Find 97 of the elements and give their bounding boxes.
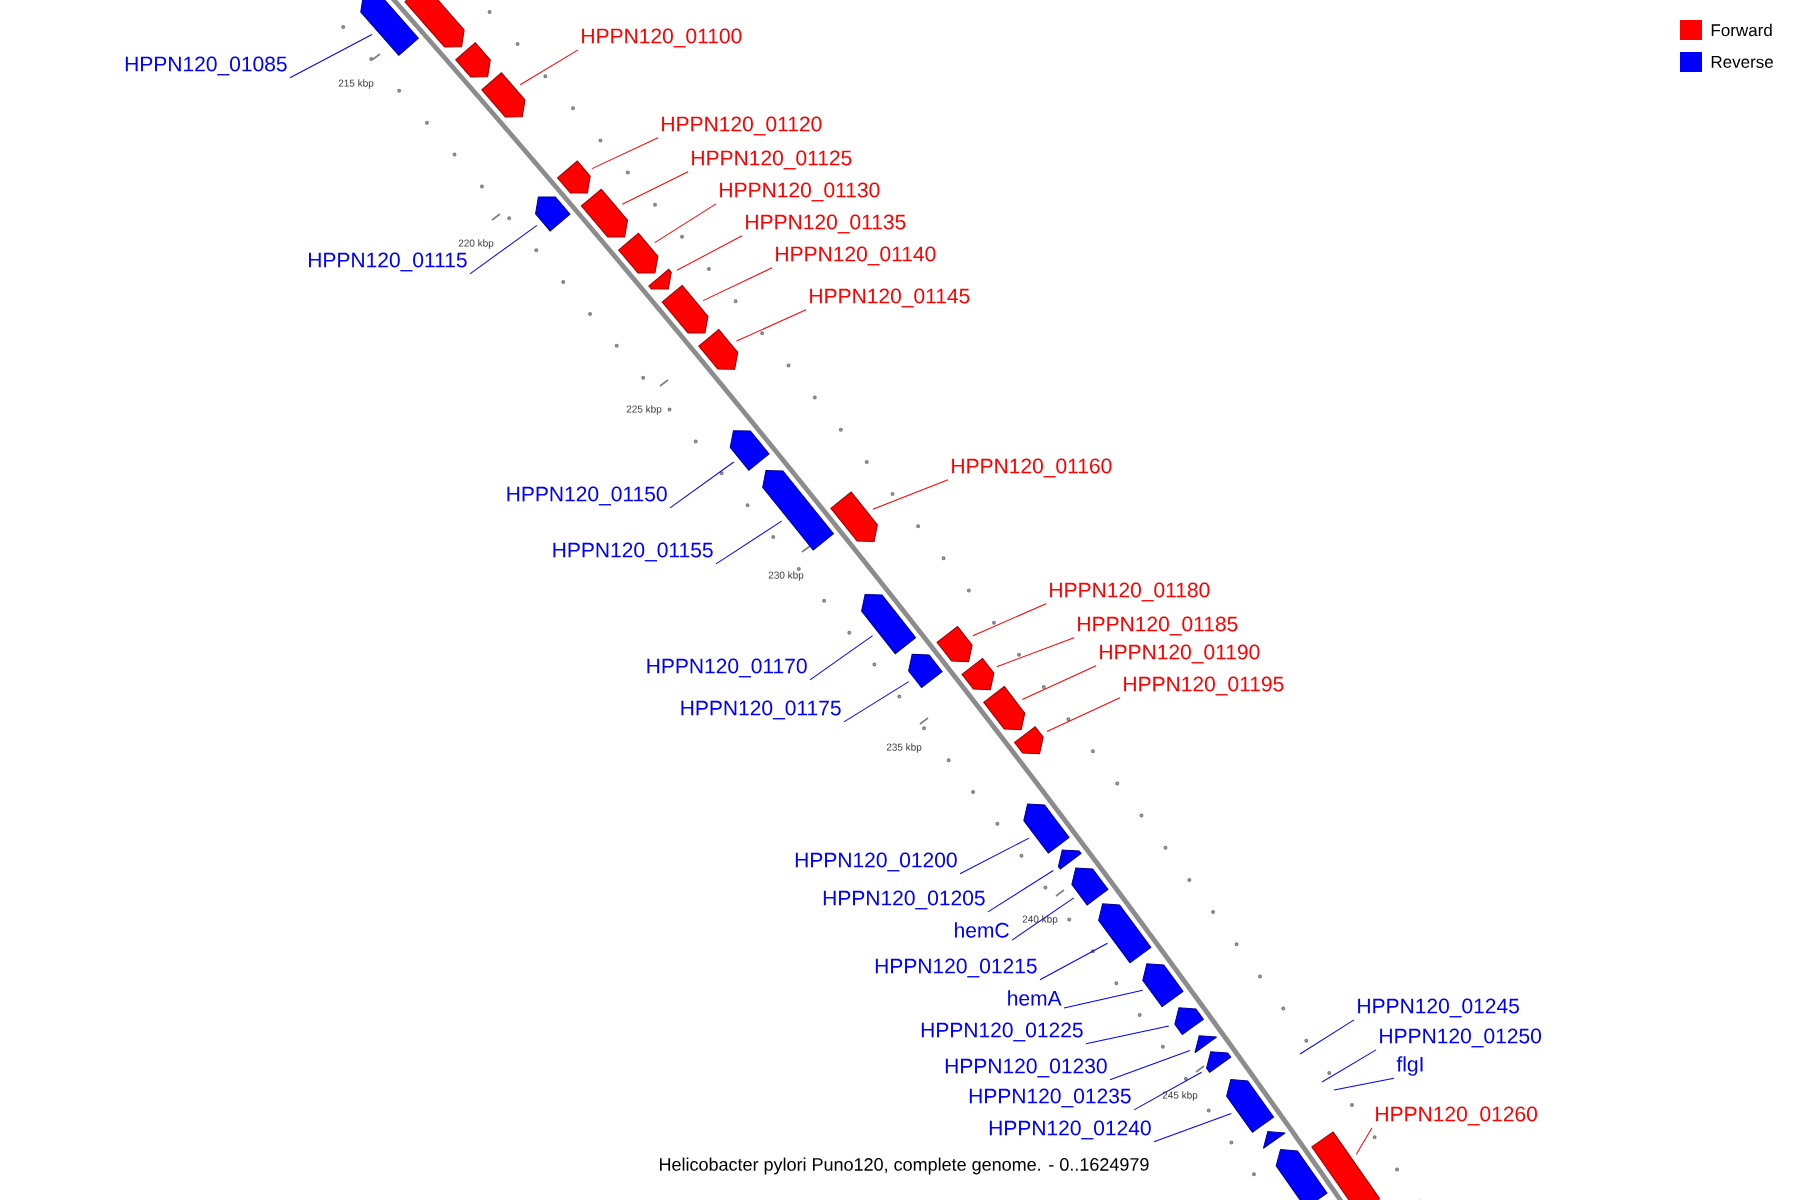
gene-label: hemC — [955, 922, 1009, 938]
gene-feature — [1174, 1007, 1204, 1036]
leader-line — [872, 479, 949, 510]
leader-line — [972, 603, 1047, 637]
leader-line — [591, 137, 659, 170]
gene-label: HPPN120_01230 — [945, 1058, 1107, 1078]
leader-line — [676, 235, 743, 271]
gene-feature — [661, 284, 709, 334]
gene-feature — [648, 268, 672, 290]
gene-feature — [830, 491, 878, 542]
gene-feature — [908, 653, 943, 689]
leader-line — [987, 869, 1054, 913]
leader-line — [1039, 942, 1108, 981]
gene-feature — [618, 232, 659, 274]
gene-label: HPPN120_01155 — [553, 542, 713, 562]
leader-line — [1299, 1019, 1355, 1055]
leader-line — [621, 171, 689, 205]
gene-label: HPPN120_01185 — [1078, 616, 1238, 636]
leader-line — [1321, 1049, 1377, 1083]
gene-label: HPPN120_01215 — [875, 958, 1037, 978]
leader-line — [736, 309, 807, 342]
gene-feature — [1023, 803, 1070, 854]
gene-feature — [1311, 1131, 1380, 1200]
leader-line — [519, 49, 579, 86]
legend-label: Forward — [1711, 23, 1772, 37]
gene-label: HPPN120_01085 — [125, 56, 287, 76]
gene-label: HPPN120_01100 — [582, 28, 742, 48]
leader-line — [669, 461, 735, 509]
gene-label: HPPN120_01250 — [1380, 1028, 1541, 1048]
gene-label: HPPN120_01200 — [795, 852, 957, 872]
gene-feature — [1194, 1035, 1217, 1053]
gene-label: HPPN120_01225 — [921, 1022, 1083, 1042]
gene-feature — [557, 160, 591, 194]
gene-label: HPPN120_01130 — [720, 182, 880, 202]
gene-feature — [861, 593, 917, 655]
leader-line — [1133, 1071, 1203, 1111]
gene-feature — [1206, 1051, 1232, 1073]
gene-feature — [961, 657, 995, 691]
gene-feature — [1275, 1148, 1328, 1200]
gene-feature — [1057, 849, 1082, 870]
gene-feature — [404, 0, 465, 48]
gene-label: HPPN120_01170 — [647, 658, 807, 678]
gene-feature — [729, 430, 770, 471]
gene-feature — [698, 329, 739, 370]
gene-label: HPPN120_01195 — [1124, 676, 1284, 696]
gene-feature — [1263, 1131, 1286, 1149]
gene-label: HPPN120_01150 — [507, 486, 667, 506]
legend-label: Reverse — [1711, 56, 1773, 68]
leader-line — [959, 837, 1030, 875]
gene-feature — [535, 196, 571, 232]
gene-label: HPPN120_01235 — [969, 1088, 1131, 1108]
leader-line — [654, 203, 717, 244]
gene-feature — [983, 686, 1026, 731]
gene-feature — [481, 72, 526, 118]
gene-label: HPPN120_01120 — [662, 116, 822, 136]
caption: Helicobacter pylori Puno120, complete genome. - 0..1624979 — [660, 1157, 1149, 1175]
leader-line — [843, 681, 910, 723]
gene-label: HPPN120_01205 — [823, 890, 985, 910]
leader-line — [809, 635, 874, 681]
gene-label: flgI — [1396, 1056, 1423, 1076]
gene-label: HPPN120_01245 — [1358, 998, 1519, 1018]
gene-feature — [360, 0, 419, 56]
leader-line — [1063, 989, 1144, 1009]
gene-label: HPPN120_01240 — [989, 1120, 1151, 1140]
gene-feature — [1142, 963, 1184, 1008]
leader-line — [1021, 665, 1097, 701]
leader-line — [715, 520, 783, 565]
gene-feature — [1098, 903, 1152, 964]
gene-label: HPPN120_01125 — [692, 150, 852, 170]
leader-line — [996, 637, 1075, 668]
gene-label: HPPN120_01160 — [952, 458, 1112, 478]
leader-line — [469, 224, 538, 275]
gene-label: HPPN120_01115 — [309, 252, 467, 272]
gene-label: HPPN120_01260 — [1376, 1106, 1537, 1126]
gene-label: HPPN120_01135 — [746, 214, 906, 234]
leader-line — [1046, 697, 1121, 733]
gene-label: HPPN120_01175 — [681, 700, 841, 720]
gene-feature — [1014, 726, 1044, 755]
gene-label: HPPN120_01190 — [1100, 644, 1260, 664]
gene-feature — [455, 42, 491, 78]
leader-line — [1355, 1127, 1373, 1156]
leader-line — [289, 34, 373, 79]
gene-feature — [1226, 1079, 1275, 1133]
leader-line — [1333, 1077, 1395, 1091]
leader-line — [1109, 1050, 1191, 1081]
leader-line — [1011, 897, 1075, 941]
leader-line — [702, 267, 773, 302]
gene-label: HPPN120_01145 — [810, 288, 970, 308]
gene-feature — [762, 470, 834, 551]
gene-label: HPPN120_01140 — [776, 246, 936, 266]
gene-feature — [1071, 867, 1109, 906]
leader-line — [1153, 1113, 1232, 1143]
gene-label: hemA — [1008, 990, 1062, 1006]
gene-feature — [580, 188, 628, 238]
leader-line — [1085, 1025, 1170, 1045]
gene-feature — [936, 625, 973, 663]
gene-label: HPPN120_01180 — [1050, 582, 1210, 602]
